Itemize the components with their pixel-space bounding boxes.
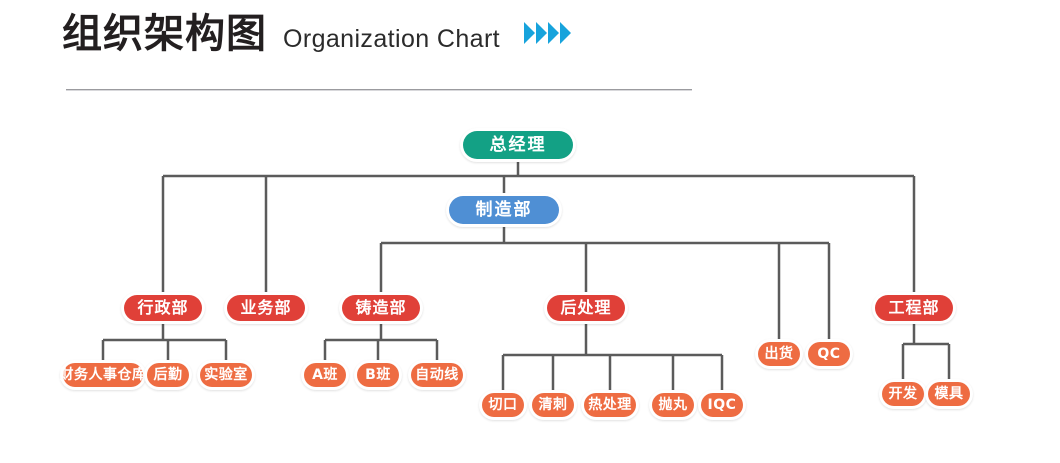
- node-label: QC: [808, 342, 850, 366]
- node-post-processing-dept[interactable]: 后处理: [544, 292, 628, 324]
- chevron-right-icon: [560, 22, 572, 44]
- node-label: 工程部: [875, 295, 953, 321]
- node-label: 开发: [882, 382, 924, 406]
- chevron-arrows-icon: [524, 22, 572, 44]
- node-business-dept[interactable]: 业务部: [224, 292, 308, 324]
- node-label: 抛丸: [652, 393, 694, 417]
- node-administration-dept[interactable]: 行政部: [121, 292, 205, 324]
- node-label: 切口: [482, 393, 524, 417]
- node-cutting[interactable]: 切口: [479, 390, 527, 420]
- page-title-en: Organization Chart: [283, 25, 501, 53]
- header-divider: [66, 89, 692, 91]
- node-deburring[interactable]: 清刺: [529, 390, 577, 420]
- chevron-right-icon: [548, 22, 560, 44]
- node-logistics[interactable]: 后勤: [144, 360, 192, 390]
- node-shift-b[interactable]: B班: [354, 360, 402, 390]
- node-label: 财务人事仓库: [60, 363, 146, 387]
- node-label: 铸造部: [342, 295, 420, 321]
- node-label: 行政部: [124, 295, 202, 321]
- node-label: A班: [304, 363, 346, 387]
- chevron-right-icon: [524, 22, 536, 44]
- node-label: IQC: [701, 393, 743, 417]
- node-label: 自动线: [411, 363, 463, 387]
- node-finance-hr-warehouse[interactable]: 财务人事仓库: [60, 360, 146, 390]
- node-label: 业务部: [227, 295, 305, 321]
- node-label: 制造部: [449, 196, 559, 224]
- node-label: 实验室: [200, 363, 252, 387]
- node-label: 后勤: [147, 363, 189, 387]
- node-qc[interactable]: QC: [805, 339, 853, 369]
- node-shift-a[interactable]: A班: [301, 360, 349, 390]
- node-label: 清刺: [532, 393, 574, 417]
- chevron-right-icon: [536, 22, 548, 44]
- node-shot-blasting[interactable]: 抛丸: [649, 390, 697, 420]
- node-mold[interactable]: 模具: [925, 379, 973, 409]
- page-header: 组织架构图 Organization Chart: [62, 11, 572, 57]
- node-automatic-line[interactable]: 自动线: [408, 360, 466, 390]
- node-laboratory[interactable]: 实验室: [197, 360, 255, 390]
- node-engineering-dept[interactable]: 工程部: [872, 292, 956, 324]
- node-iqc[interactable]: IQC: [698, 390, 746, 420]
- node-general-manager[interactable]: 总经理: [460, 128, 576, 162]
- node-label: 总经理: [463, 131, 573, 159]
- node-manufacturing-dept[interactable]: 制造部: [446, 193, 562, 227]
- node-development[interactable]: 开发: [879, 379, 927, 409]
- node-label: 模具: [928, 382, 970, 406]
- node-heat-treatment[interactable]: 热处理: [581, 390, 639, 420]
- node-label: 后处理: [547, 295, 625, 321]
- node-shipping[interactable]: 出货: [755, 339, 803, 369]
- node-label: B班: [357, 363, 399, 387]
- page-title-cn: 组织架构图: [62, 11, 267, 57]
- node-label: 出货: [758, 342, 800, 366]
- node-casting-dept[interactable]: 铸造部: [339, 292, 423, 324]
- node-label: 热处理: [584, 393, 636, 417]
